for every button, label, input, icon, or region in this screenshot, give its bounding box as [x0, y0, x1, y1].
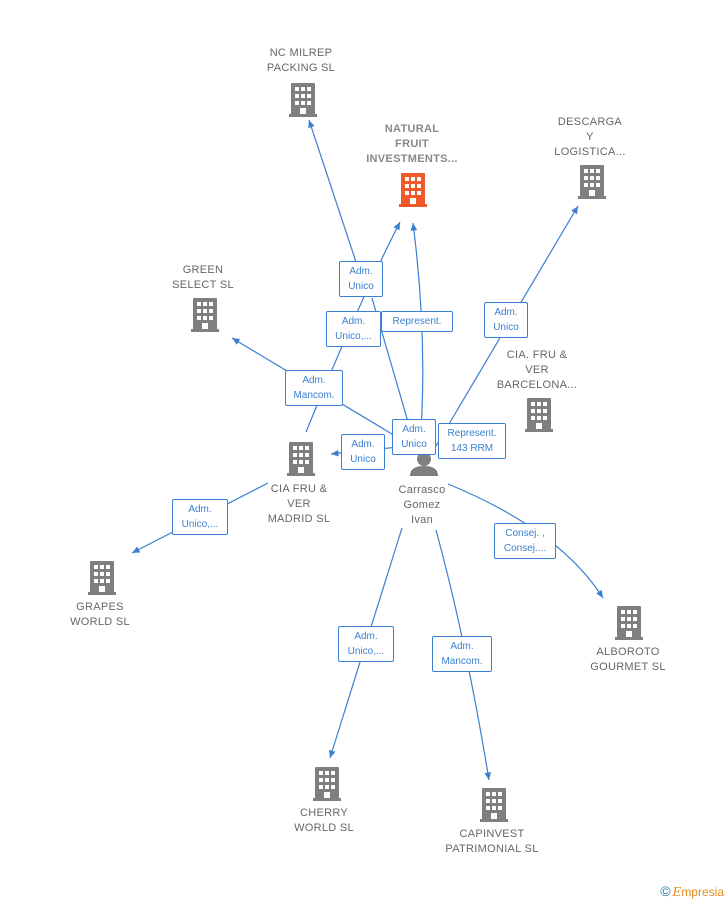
node-label-green-select[interactable]: GREEN SELECT SL — [172, 264, 234, 291]
node-label-alboroto[interactable]: ALBOROTO GOURMET SL — [590, 646, 666, 673]
brand-name: mpresia — [681, 885, 724, 899]
edge-label[interactable]: Adm. Unico — [339, 261, 383, 297]
building-icon — [287, 442, 315, 476]
node-label-capinvest[interactable]: CAPINVEST PATRIMONIAL SL — [445, 828, 539, 855]
focus-building-icon — [399, 173, 427, 207]
brand-initial: E — [672, 885, 682, 899]
edge-label[interactable]: Represent. 143 RRM — [438, 423, 506, 459]
building-icon — [313, 767, 341, 801]
node-label-cia-fru-barcelona[interactable]: CIA. FRU & VER BARCELONA... — [496, 349, 578, 391]
edge-line — [410, 222, 424, 447]
building-icon — [88, 561, 116, 595]
edge-label[interactable]: Adm. Unico — [392, 419, 436, 455]
building-icon — [191, 298, 219, 332]
building-icon — [615, 606, 643, 640]
building-icon — [480, 788, 508, 822]
node-label-carrasco[interactable]: Carrasco Gomez Ivan — [398, 484, 446, 526]
edge-label[interactable]: Adm. Mancom. — [285, 370, 343, 406]
node-label-natural-fruit[interactable]: NATURAL FRUIT INVESTMENTS... — [366, 123, 458, 165]
building-icon — [525, 398, 553, 432]
node-label-nc-milrep[interactable]: NC MILREP PACKING SL — [266, 47, 336, 74]
edge-label[interactable]: Adm. Unico — [484, 302, 528, 338]
edge-label[interactable]: Represent. — [381, 311, 453, 332]
building-icon — [289, 83, 317, 117]
copyright-icon: © — [660, 883, 671, 899]
edge-label[interactable]: Adm. Unico,... — [326, 311, 381, 347]
edge-line — [308, 119, 359, 269]
node-label-cia-fru-madrid[interactable]: CIA FRU & VER MADRID SL — [267, 483, 331, 525]
node-label-descarga[interactable]: DESCARGA Y LOGISTICA... — [554, 116, 626, 158]
edge-label[interactable]: Consej. , Consej.... — [494, 523, 556, 559]
node-label-cherry-world[interactable]: CHERRY WORLD SL — [294, 807, 354, 834]
node-label-grapes-world[interactable]: GRAPES WORLD SL — [70, 601, 130, 628]
building-icon — [578, 165, 606, 199]
person-icon — [410, 452, 438, 476]
edge-label[interactable]: Adm. Unico,... — [338, 626, 394, 662]
edge-label[interactable]: Adm. Unico — [341, 434, 385, 470]
edge-label[interactable]: Adm. Unico,... — [172, 499, 228, 535]
edge-label[interactable]: Adm. Mancom. — [432, 636, 492, 672]
brand-footer[interactable]: ©Empresia — [660, 883, 724, 899]
